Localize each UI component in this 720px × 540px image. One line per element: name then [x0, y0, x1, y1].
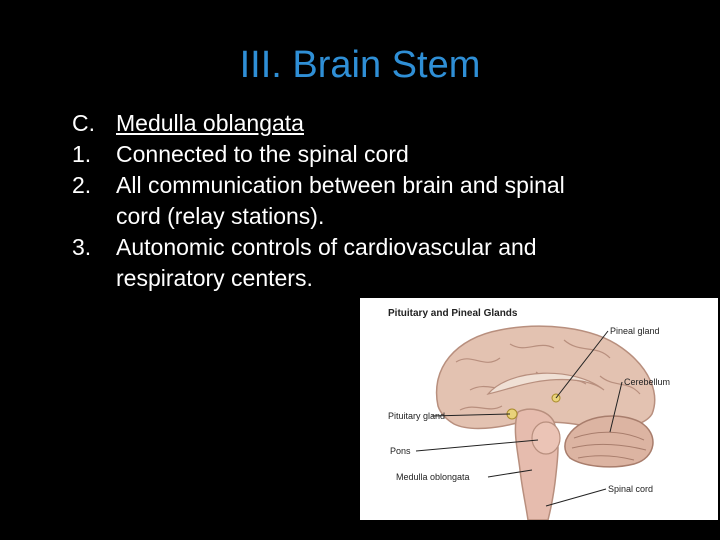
- list-marker: 3.: [72, 234, 92, 260]
- label-medulla-oblongata: Medulla oblongata: [396, 472, 470, 482]
- list-item-continuation: cord (relay stations).: [72, 201, 712, 232]
- label-spinal-cord: Spinal cord: [608, 484, 653, 494]
- heading-marker: C.: [72, 110, 95, 136]
- list-item: 3. Autonomic controls of cardiovascular …: [72, 232, 712, 263]
- list-marker: 2.: [72, 172, 92, 198]
- list-text: respiratory centers.: [116, 265, 313, 291]
- label-pineal-gland: Pineal gland: [610, 326, 660, 336]
- cerebellum-shape: [564, 415, 654, 468]
- list-text: Autonomic controls of cardiovascular and: [116, 234, 537, 260]
- list-marker: 1.: [72, 141, 92, 167]
- slide-body: C. Medulla oblangata 1. Connected to the…: [72, 108, 712, 294]
- brain-diagram: Pituitary and Pineal Glands Pineal gland…: [360, 298, 718, 520]
- list-text: cord (relay stations).: [116, 203, 325, 229]
- list-item: 1. Connected to the spinal cord: [72, 139, 712, 170]
- cerebellum-folia: [571, 431, 647, 461]
- label-cerebellum: Cerebellum: [624, 377, 670, 387]
- label-pituitary-gland: Pituitary gland: [388, 411, 445, 421]
- pons-shape: [531, 421, 561, 455]
- heading-text: Medulla oblangata: [116, 110, 304, 136]
- list-text: All communication between brain and spin…: [116, 172, 565, 198]
- list-item: 2. All communication between brain and s…: [72, 170, 712, 201]
- figure-title: Pituitary and Pineal Glands: [388, 308, 518, 319]
- list-item-continuation: respiratory centers.: [72, 263, 712, 294]
- corpus-callosum-shape: [486, 372, 605, 395]
- slide-title: III. Brain Stem: [239, 44, 481, 86]
- brain-diagram-svg: Pituitary and Pineal Glands Pineal gland…: [388, 308, 670, 520]
- heading-line: C. Medulla oblangata: [72, 108, 712, 139]
- leader-lines: [415, 330, 623, 507]
- label-pons: Pons: [390, 446, 411, 456]
- list-text: Connected to the spinal cord: [116, 141, 409, 167]
